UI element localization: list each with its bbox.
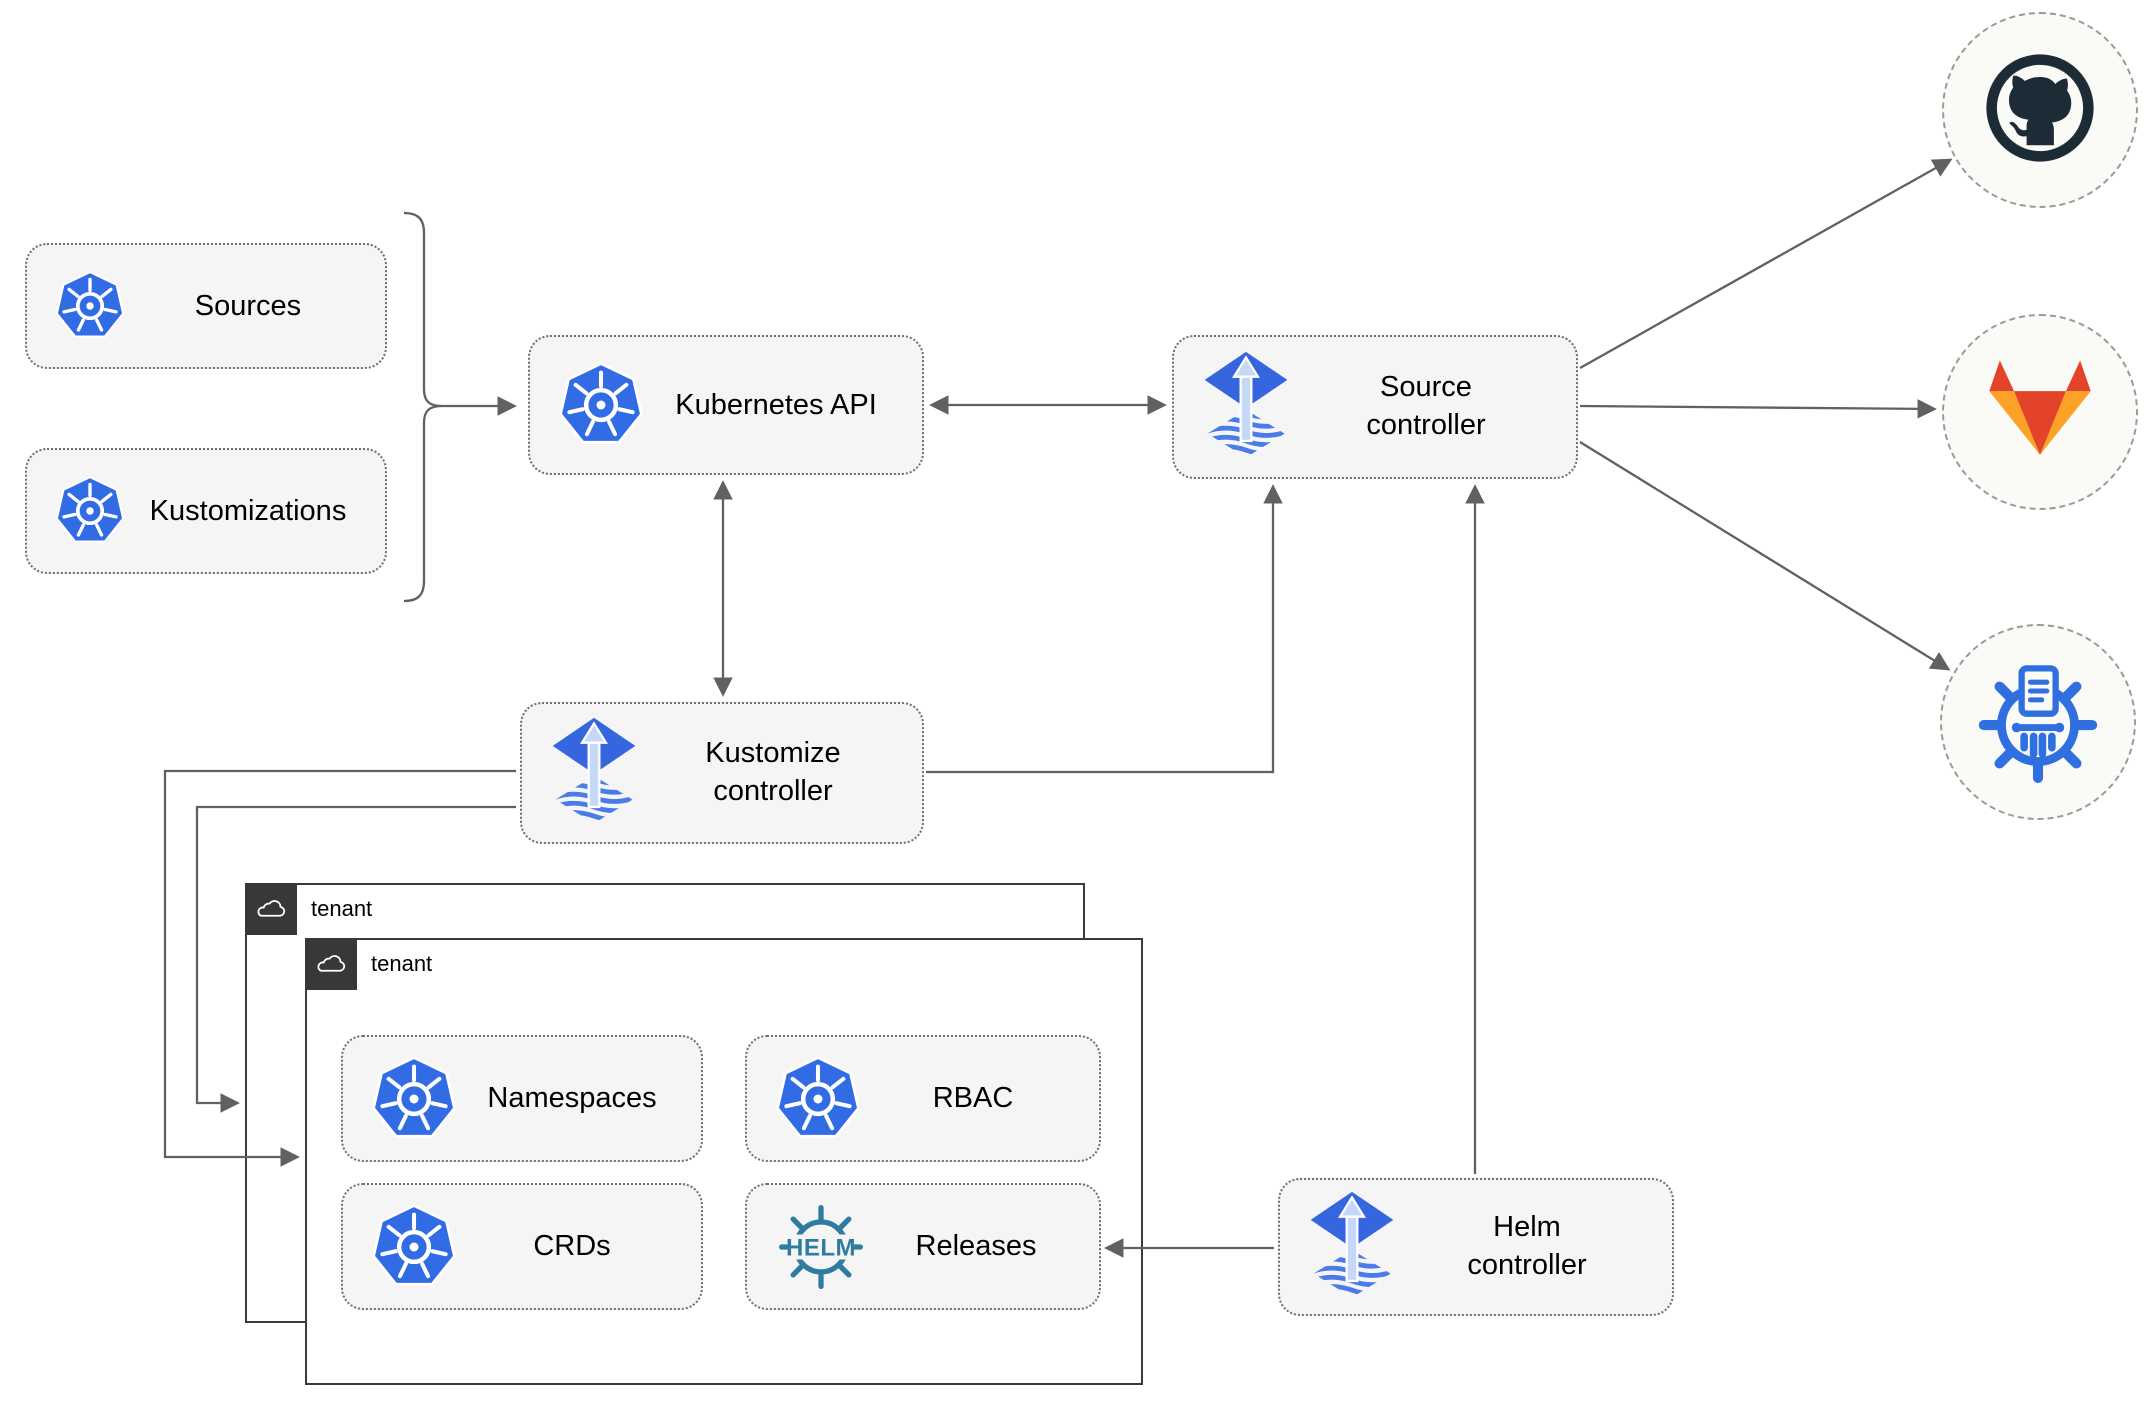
node-releases-label: Releases [915,1230,1037,1262]
edge-source-to-chartmuseum [1579,441,1951,671]
cloud-icon [245,883,297,935]
gitlab-icon [1981,351,2099,474]
node-rbac-label: RBAC [932,1082,1014,1114]
gitlab-node [1942,314,2138,510]
chartmuseum-icon [1975,657,2101,788]
flux-icon [548,717,640,829]
node-namespaces-label: Namespaces [487,1082,657,1114]
node-crds: CRDs [341,1183,703,1310]
node-kustomizations-label: Kustomizations [149,494,347,527]
kubernetes-icon [556,360,646,450]
node-kustomizations: Kustomizations [25,448,387,574]
node-helm-controller: Helm controller [1278,1178,1674,1316]
chartmuseum-node [1940,624,2136,820]
helm-logo-icon: HELM [773,1199,869,1295]
kubernetes-icon [53,269,127,343]
node-helm-controller-label: Helm controller [1467,1211,1587,1281]
node-kustomize-controller-label: Kustomize controller [705,737,841,807]
flux-icon [1306,1191,1398,1303]
node-kustomize-controller: Kustomize controller [520,702,924,844]
tenant-back-label: tenant [311,896,373,921]
github-node [1942,12,2138,208]
cloud-icon [305,938,357,990]
node-sources-label: Sources [194,289,302,322]
node-source-controller-label: Source controller [1366,371,1486,441]
github-icon [1978,46,2102,175]
node-source-controller: Source controller [1172,335,1578,479]
node-kubernetes-api: Kubernetes API [528,335,924,475]
node-crds-label: CRDs [533,1230,611,1262]
node-namespaces: Namespaces [341,1035,703,1162]
kubernetes-icon [773,1054,863,1144]
node-releases: HELM Releases [745,1183,1101,1310]
tenant-front-label: tenant [371,951,433,976]
node-sources: Sources [25,243,387,369]
edge-bracket [403,211,443,603]
node-rbac: RBAC [745,1035,1101,1162]
edge-source-to-gitlab [1579,399,1937,419]
kubernetes-icon [369,1054,459,1144]
kubernetes-icon [53,474,127,548]
flux-icon [1200,351,1292,463]
node-kubernetes-api-label: Kubernetes API [675,388,877,421]
edge-source-to-github [1579,158,1953,370]
svg-text:HELM: HELM [786,1234,856,1261]
edge-kustomize-to-source-controller [926,484,1283,774]
kubernetes-icon [369,1202,459,1292]
